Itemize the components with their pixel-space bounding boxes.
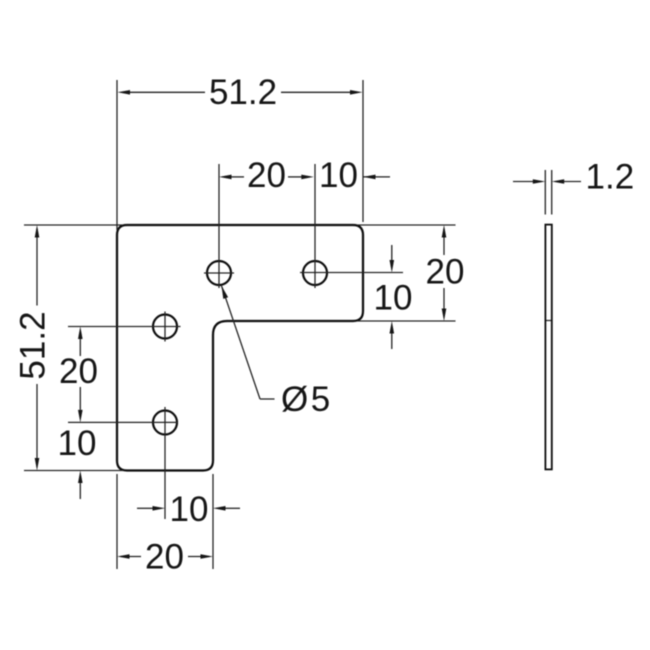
svg-text:Ø5: Ø5 (281, 380, 330, 419)
svg-text:10: 10 (374, 279, 413, 318)
svg-text:10: 10 (58, 424, 97, 463)
svg-text:20: 20 (426, 253, 465, 292)
svg-text:1.2: 1.2 (586, 158, 635, 197)
svg-text:20: 20 (145, 537, 184, 576)
svg-text:20: 20 (247, 156, 286, 195)
svg-text:51.2: 51.2 (14, 311, 53, 379)
svg-text:10: 10 (319, 156, 358, 195)
svg-text:51.2: 51.2 (209, 73, 277, 112)
svg-text:10: 10 (170, 490, 209, 529)
svg-text:20: 20 (59, 352, 98, 391)
